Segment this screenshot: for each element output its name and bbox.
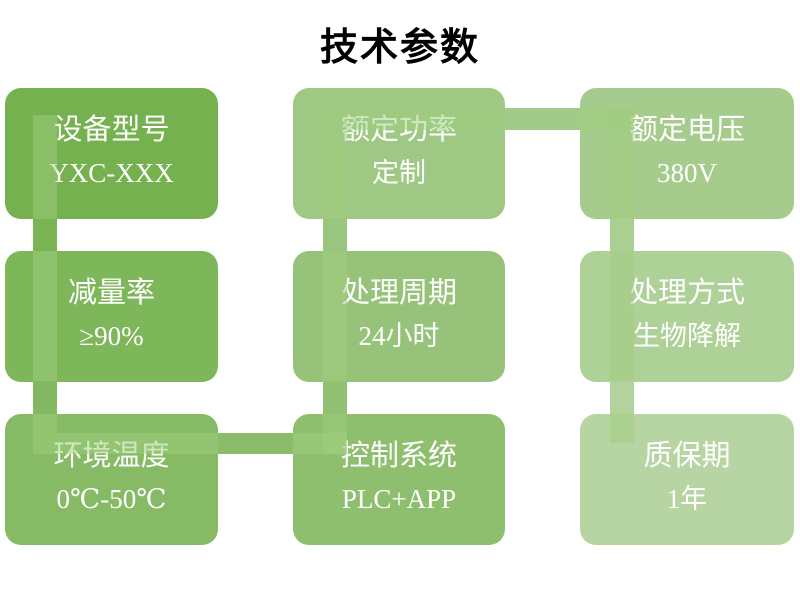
param-label: 设备型号 — [53, 114, 170, 146]
param-label: 质保期 — [643, 440, 731, 472]
connector-stripe — [33, 115, 57, 219]
connector-stripe — [33, 433, 218, 454]
connector-stripe — [610, 414, 634, 443]
connector-stripe — [323, 108, 347, 219]
slide-title: 技术参数 — [319, 27, 480, 69]
connector-gap-col3-b — [610, 381, 634, 414]
param-value: YXC-XXX — [49, 158, 174, 188]
connector-stripe — [323, 414, 347, 454]
connector-stripe — [33, 251, 57, 381]
connector-gap-col3-a — [610, 219, 634, 251]
connector-gap-top — [505, 108, 580, 130]
connector-stripe — [33, 414, 57, 433]
param-value: 1年 — [666, 484, 708, 514]
connector-gap-col2-b — [323, 219, 347, 251]
connector-stripe — [610, 251, 634, 381]
param-value: 生物降解 — [633, 321, 741, 351]
param-value: 24小时 — [358, 321, 440, 351]
connector-stripe — [323, 251, 347, 381]
connector-gap-col2-a — [323, 381, 347, 414]
param-label: 处理方式 — [628, 277, 745, 309]
param-value: 定制 — [372, 158, 426, 188]
connector-gap-col1-a — [33, 219, 57, 251]
param-value: ≥90% — [79, 321, 144, 351]
param-label: 减量率 — [67, 277, 155, 309]
param-value: 380V — [657, 158, 717, 188]
param-label: 处理周期 — [340, 277, 457, 309]
param-label: 额定电压 — [628, 114, 745, 146]
connector-stripe — [610, 108, 634, 219]
param-label: 控制系统 — [340, 440, 457, 472]
param-value: 0℃-50℃ — [56, 484, 167, 514]
connector-gap-col1-b — [33, 381, 57, 414]
connector-gap-bottom — [218, 433, 293, 454]
connector-stripe — [347, 108, 505, 130]
param-value: PLC+APP — [341, 484, 457, 514]
